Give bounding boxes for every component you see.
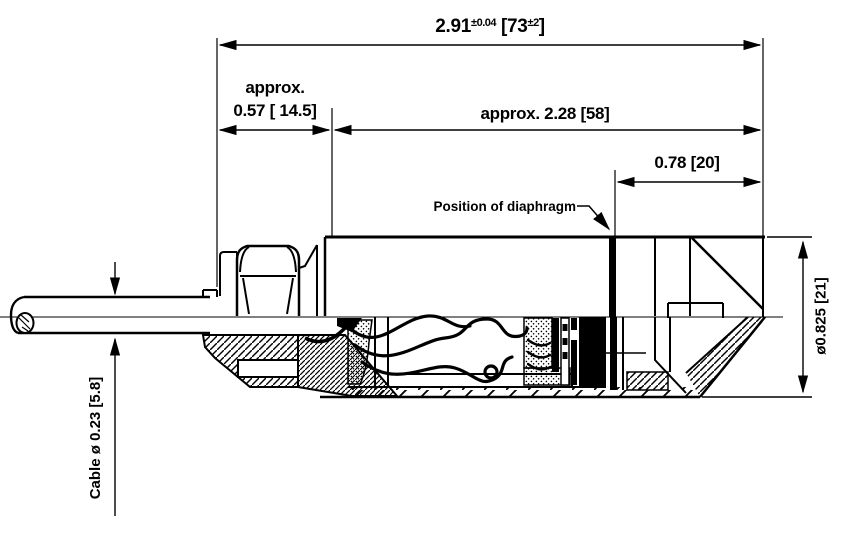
connector-body: [560, 317, 570, 386]
dim-overall-inch-tol: ±0.04: [471, 17, 496, 29]
dimension-lines: [109, 38, 812, 516]
nose-seat-hatch: [626, 371, 669, 391]
dim-overall-close: ]: [538, 16, 545, 37]
dim-diaphragm-offset-label: 0.78 [20]: [654, 153, 720, 172]
electronics-stack: [523, 317, 617, 390]
dim-cable-diameter-label: Cable ø 0.23 [5.8]: [87, 376, 104, 500]
body-outline: [323, 235, 765, 318]
port-step: [667, 302, 724, 318]
potting-lower: [523, 367, 571, 386]
dim-gland-line1: approx.: [245, 78, 305, 97]
gland-slot: [237, 359, 299, 378]
dim-gland-label: approx. 0.57 [ 14.5]: [205, 76, 345, 122]
gland-outline: [202, 244, 318, 316]
diaphragm-section: [610, 317, 617, 390]
dim-body-length-label: approx. 2.28 [58]: [480, 104, 610, 123]
dim-overall-inch: 2.91: [435, 16, 472, 37]
diaphragm-leader: [577, 205, 611, 231]
cable-outline: [9, 295, 210, 335]
dim-overall-mm-tol: ±2: [527, 17, 540, 29]
sensor-block: [579, 317, 606, 388]
diaphragm-line: [609, 237, 616, 317]
dim-gland-line2: 0.57 [ 14.5]: [233, 101, 317, 120]
internal-wires: [350, 314, 552, 384]
potting-upper: [523, 317, 553, 369]
nose-chamfer-hatch: [686, 317, 765, 397]
diaphragm-position-label: Position of diaphragm: [433, 199, 576, 214]
dim-body-diameter-label: ø0.825 [21]: [812, 277, 830, 355]
tube-wall-hatch: [348, 387, 698, 397]
cable-core-hatch: [18, 314, 31, 332]
dim-overall-mm: [73: [500, 16, 528, 37]
section-lower: [201, 316, 766, 399]
dim-overall-label: 2.91±0.04 [73±2]: [300, 16, 680, 38]
